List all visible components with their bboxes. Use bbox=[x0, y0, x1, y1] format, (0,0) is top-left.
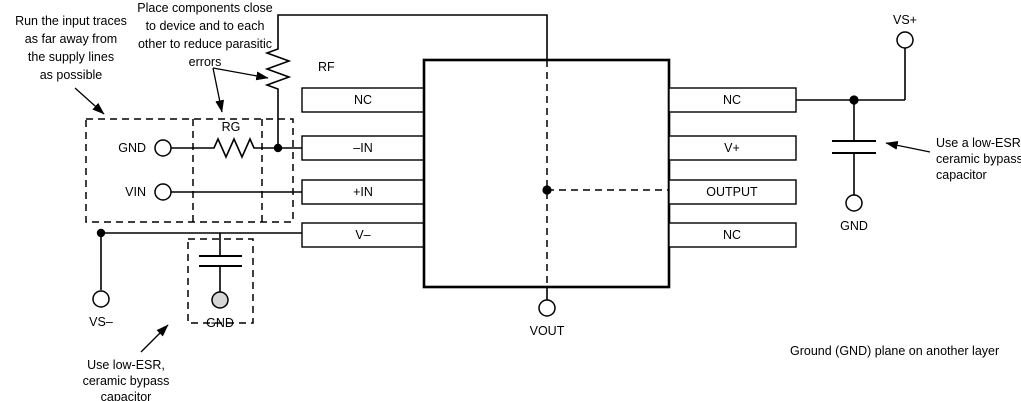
callout-place-components-arrow-rf bbox=[212, 67, 269, 81]
pin-label-noninverting-input: +IN bbox=[353, 185, 373, 199]
right-pin-boxes: NC V+ OUTPUT NC bbox=[668, 87, 797, 248]
left-cap-gnd-label: GND bbox=[206, 316, 234, 330]
rg-resistor-symbol bbox=[210, 137, 262, 159]
callout-place-components-arrow-rg bbox=[212, 67, 224, 113]
callout-right-cap-line-3: capacitor bbox=[936, 168, 987, 182]
callout-right-capacitor: Use a low-ESR, ceramic bypass capacitor bbox=[885, 136, 1021, 182]
callout-right-cap-line-2: ceramic bypass bbox=[936, 152, 1021, 166]
pin-box-v-minus[interactable] bbox=[301, 222, 425, 248]
vs-plus-terminal[interactable] bbox=[896, 31, 914, 49]
gnd-input-branch: GND RG bbox=[118, 120, 302, 159]
callout-right-cap-line-1: Use a low-ESR, bbox=[936, 136, 1021, 150]
rg-label: RG bbox=[222, 120, 241, 134]
gnd-input-terminal[interactable] bbox=[154, 139, 172, 157]
callout-input-traces-line-1: Run the input traces bbox=[15, 14, 127, 28]
left-bypass-capacitor-outline bbox=[187, 238, 254, 324]
pin-box-inverting-input[interactable] bbox=[301, 135, 425, 161]
callout-input-traces-line-4: as possible bbox=[40, 68, 103, 82]
right-cap-gnd-terminal[interactable] bbox=[845, 194, 863, 212]
callout-left-capacitor: Use low-ESR, ceramic bypass capacitor bbox=[83, 324, 170, 401]
rf-resistor-symbol bbox=[264, 45, 292, 96]
left-pin-boxes: NC –IN +IN V– bbox=[301, 87, 425, 248]
callout-left-cap-arrow bbox=[140, 324, 169, 353]
vin-terminal[interactable] bbox=[154, 183, 172, 201]
right-cap-gnd-label: GND bbox=[840, 219, 868, 233]
pin-box-output[interactable] bbox=[668, 179, 797, 205]
positive-supply-rail: VS+ bbox=[796, 13, 917, 105]
ic-center-junction-dot bbox=[542, 185, 552, 195]
vin-branch: VIN bbox=[125, 183, 302, 201]
callout-input-traces-line-2: as far away from bbox=[25, 32, 117, 46]
rf-label: RF bbox=[318, 60, 335, 74]
left-cap-gnd-terminal[interactable] bbox=[211, 291, 229, 309]
pin-label-right-nc-bottom: NC bbox=[723, 228, 741, 242]
input-region-dashed-box bbox=[85, 118, 294, 223]
callout-place-components-line-2: to device and to each bbox=[146, 19, 265, 33]
pin-box-right-nc-bottom[interactable] bbox=[668, 222, 797, 248]
ground-plane-note: Ground (GND) plane on another layer bbox=[790, 344, 999, 358]
callout-place-components-line-1: Place components close bbox=[137, 1, 273, 15]
vout-branch: VOUT bbox=[530, 287, 565, 338]
vin-label: VIN bbox=[125, 185, 146, 199]
ic-center-crosshair bbox=[542, 60, 684, 287]
pin-label-right-nc-top: NC bbox=[723, 93, 741, 107]
vout-label: VOUT bbox=[530, 324, 565, 338]
callout-place-components-line-3: other to reduce parasitic bbox=[138, 37, 272, 51]
pin-box-right-nc-top[interactable] bbox=[668, 87, 797, 113]
callout-left-cap-line-3: capacitor bbox=[101, 390, 152, 401]
vs-minus-label: VS– bbox=[89, 315, 113, 329]
callout-place-components-line-4: errors bbox=[189, 55, 222, 69]
pin-box-left-nc[interactable] bbox=[301, 87, 425, 113]
feedback-network: RF bbox=[264, 14, 548, 148]
vs-minus-terminal[interactable] bbox=[92, 290, 110, 308]
pin-label-left-nc: NC bbox=[354, 93, 372, 107]
feedback-trace bbox=[277, 14, 548, 60]
left-bypass-capacitor-group: GND bbox=[187, 233, 254, 330]
callout-input-traces-line-3: the supply lines bbox=[28, 50, 114, 64]
inverting-input-junction-dot bbox=[273, 143, 283, 153]
negative-supply-rail: VS– bbox=[89, 228, 302, 329]
pin-label-inverting-input: –IN bbox=[353, 141, 372, 155]
callout-input-traces-arrow bbox=[74, 87, 105, 115]
input-region-outline bbox=[85, 118, 294, 223]
callout-left-cap-line-1: Use low-ESR, bbox=[87, 358, 165, 372]
pin-label-output: OUTPUT bbox=[706, 185, 758, 199]
pin-label-v-minus: V– bbox=[355, 228, 370, 242]
vout-terminal[interactable] bbox=[538, 299, 556, 317]
gnd-input-label: GND bbox=[118, 141, 146, 155]
vs-plus-label: VS+ bbox=[893, 13, 917, 27]
right-bypass-capacitor-group: GND bbox=[832, 100, 876, 233]
callout-right-cap-arrow bbox=[885, 141, 931, 153]
pin-label-v-plus: V+ bbox=[724, 141, 740, 155]
callout-place-components: Place components close to device and to … bbox=[137, 1, 273, 113]
callout-left-cap-line-2: ceramic bypass bbox=[83, 374, 170, 388]
callout-input-traces: Run the input traces as far away from th… bbox=[15, 14, 127, 115]
pin-box-v-plus[interactable] bbox=[668, 135, 797, 161]
